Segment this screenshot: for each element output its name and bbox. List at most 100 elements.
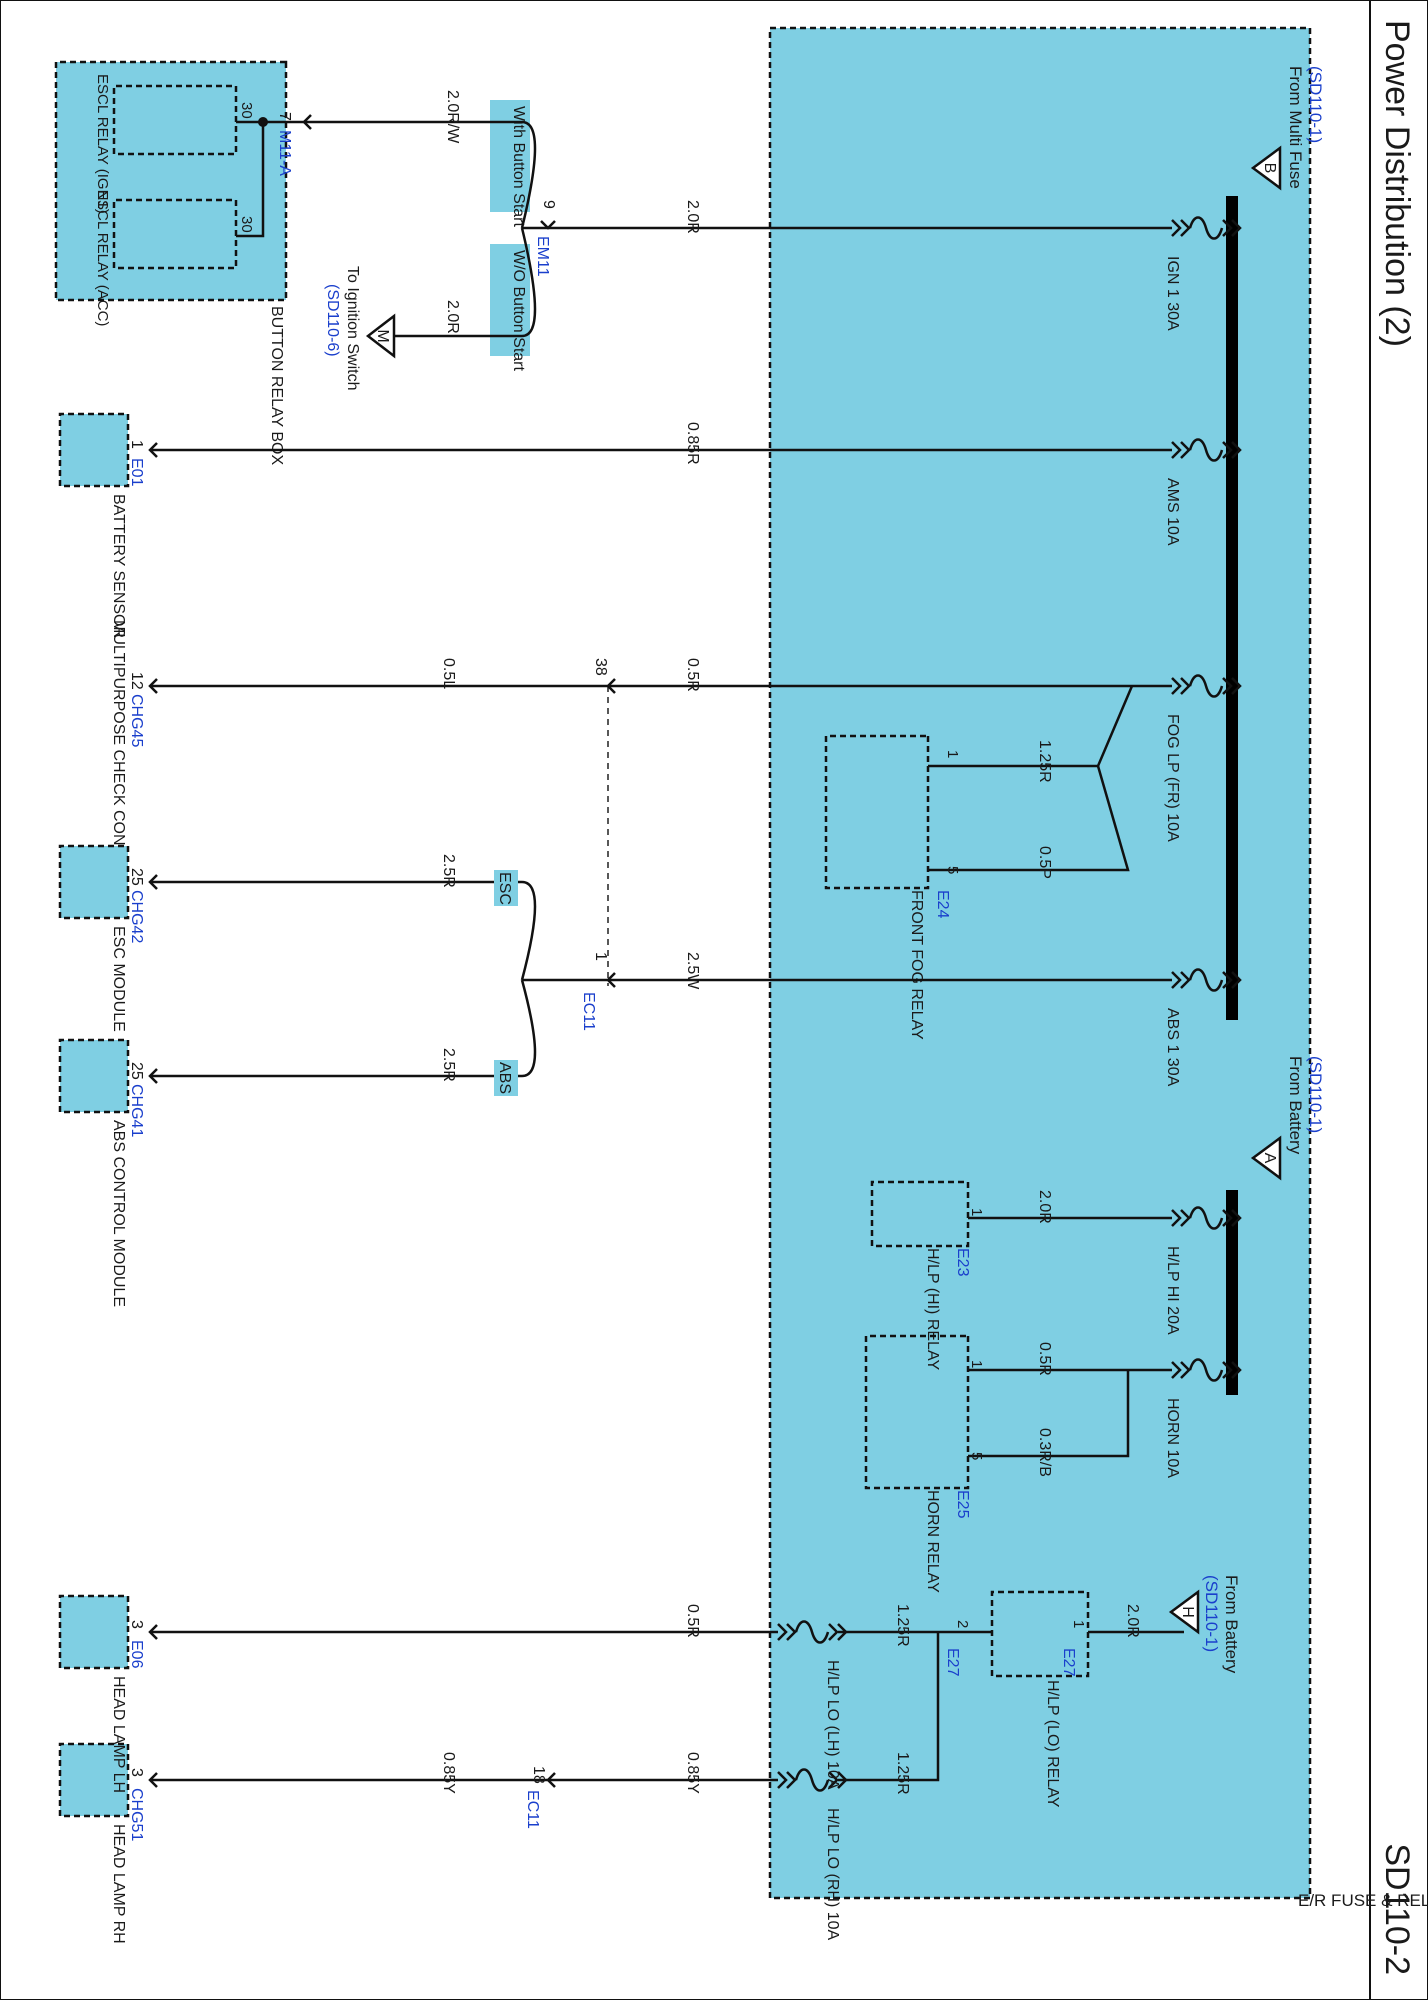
fuse-fog: FOG LP (FR) 10A bbox=[1164, 714, 1181, 842]
svg-text:EM11: EM11 bbox=[534, 236, 551, 277]
page-code: SD110-2 bbox=[1378, 1843, 1416, 1975]
svg-text:CHG51: CHG51 bbox=[128, 1788, 145, 1841]
svg-text:1: 1 bbox=[944, 750, 961, 758]
horn-relay bbox=[864, 1334, 970, 1490]
svg-text:1.25R: 1.25R bbox=[1036, 740, 1053, 783]
svg-text:0.5R: 0.5R bbox=[1036, 1342, 1053, 1376]
fuse-hlp-hi: H/LP HI 20A bbox=[1164, 1246, 1181, 1335]
svg-text:5: 5 bbox=[968, 1452, 985, 1460]
svg-text:(SD110-1): (SD110-1) bbox=[1202, 1575, 1221, 1652]
source-b: B From Multi Fuse (SD110-1) bbox=[1250, 66, 1325, 191]
source-h: H From Battery (SD110-1) bbox=[1168, 1575, 1241, 1674]
hlp-hi-relay bbox=[870, 1180, 970, 1248]
fuse-ams: AMS 10A bbox=[1164, 478, 1181, 546]
head-lamp-lh bbox=[58, 1594, 130, 1670]
svg-text:38: 38 bbox=[592, 658, 609, 676]
svg-text:A: A bbox=[1261, 1153, 1278, 1164]
svg-text:2.5W: 2.5W bbox=[684, 952, 701, 990]
svg-text:E23: E23 bbox=[954, 1248, 971, 1277]
svg-text:1: 1 bbox=[1070, 1620, 1087, 1628]
svg-text:0.3R/B: 0.3R/B bbox=[1036, 1428, 1053, 1477]
svg-text:E27: E27 bbox=[1060, 1648, 1077, 1677]
svg-text:2.0R: 2.0R bbox=[444, 300, 461, 334]
er-box-label: E/R FUSE & RELAY BOX bbox=[1298, 1891, 1428, 1910]
er-fuse-relay-box bbox=[768, 26, 1312, 1900]
svg-text:CHG45: CHG45 bbox=[128, 694, 145, 747]
svg-text:2.0R/W: 2.0R/W bbox=[444, 90, 461, 144]
svg-text:E01: E01 bbox=[128, 458, 145, 487]
svg-text:30: 30 bbox=[238, 102, 255, 119]
svg-text:25: 25 bbox=[128, 868, 145, 886]
fuse-hlp-lo-lh: H/LP LO (LH) 10A bbox=[824, 1660, 841, 1790]
svg-text:2.5R: 2.5R bbox=[440, 854, 457, 888]
svg-text:0.85Y: 0.85Y bbox=[684, 1752, 701, 1794]
svg-text:12: 12 bbox=[128, 672, 145, 690]
fuse-ign1: IGN 1 30A bbox=[1164, 256, 1181, 331]
svg-text:From Battery: From Battery bbox=[1286, 1056, 1305, 1155]
svg-text:ABS CONTROL MODULE: ABS CONTROL MODULE bbox=[110, 1120, 127, 1307]
svg-text:30: 30 bbox=[238, 216, 255, 233]
source-a: A From Battery (SD110-1) bbox=[1250, 1056, 1325, 1181]
escl-relay-acc: ESCL RELAY (ACC) bbox=[94, 190, 111, 326]
svg-text:7: 7 bbox=[276, 112, 293, 121]
hlp-lo-relay bbox=[990, 1590, 1090, 1678]
svg-text:(SD110-1): (SD110-1) bbox=[1306, 1056, 1325, 1133]
to-ignition-switch-m bbox=[365, 313, 396, 359]
abs-control-module bbox=[58, 1038, 130, 1114]
fuse-abs1: ABS 1 30A bbox=[1164, 1008, 1181, 1087]
svg-text:BATTERY SENSOR: BATTERY SENSOR bbox=[110, 494, 127, 638]
fuse-hlp-lo-rh: H/LP LO (RH) 10A bbox=[824, 1808, 841, 1941]
svg-text:(SD110-6): (SD110-6) bbox=[324, 284, 341, 357]
svg-text:3: 3 bbox=[128, 1620, 145, 1629]
svg-text:9: 9 bbox=[540, 200, 557, 209]
svg-text:M: M bbox=[374, 329, 391, 342]
svg-text:3: 3 bbox=[128, 1768, 145, 1777]
svg-text:1.25R: 1.25R bbox=[894, 1752, 911, 1795]
svg-text:1: 1 bbox=[968, 1208, 985, 1216]
esc-module bbox=[58, 844, 130, 920]
multipurpose-check-connector: MULTIPURPOSE CHECK CONNECTOR bbox=[110, 620, 127, 913]
svg-text:2.0R: 2.0R bbox=[1124, 1604, 1141, 1638]
svg-text:2: 2 bbox=[954, 1620, 971, 1628]
svg-text:BUTTON RELAY BOX: BUTTON RELAY BOX bbox=[268, 306, 285, 465]
head-lamp-rh bbox=[58, 1742, 130, 1818]
option-abs: ABS bbox=[496, 1062, 513, 1094]
svg-text:1.25R: 1.25R bbox=[894, 1604, 911, 1647]
svg-text:EC11: EC11 bbox=[580, 992, 597, 1031]
svg-text:2.0R: 2.0R bbox=[684, 200, 701, 234]
svg-text:25: 25 bbox=[128, 1062, 145, 1080]
svg-text:0.5R: 0.5R bbox=[684, 1604, 701, 1638]
svg-text:1: 1 bbox=[128, 440, 145, 449]
svg-text:From Multi Fuse: From Multi Fuse bbox=[1286, 66, 1305, 189]
svg-text:B: B bbox=[1261, 163, 1278, 174]
svg-text:FRONT FOG RELAY: FRONT FOG RELAY bbox=[908, 890, 925, 1040]
svg-text:ESC MODULE: ESC MODULE bbox=[110, 926, 127, 1032]
svg-text:M11-A: M11-A bbox=[276, 130, 293, 176]
battery-sensor bbox=[58, 412, 130, 488]
svg-text:HEAD LAMP RH: HEAD LAMP RH bbox=[110, 1824, 127, 1944]
svg-text:0.85R: 0.85R bbox=[684, 422, 701, 465]
option-wo-button-start: W/O Button Start bbox=[510, 250, 527, 371]
front-fog-relay bbox=[824, 734, 930, 890]
svg-text:1: 1 bbox=[592, 952, 609, 961]
svg-text:E06: E06 bbox=[128, 1640, 145, 1669]
svg-text:To Ignition Switch: To Ignition Switch bbox=[344, 266, 361, 391]
svg-text:0.5L: 0.5L bbox=[440, 658, 457, 689]
diagram-title: Power Distribution (2) bbox=[1378, 20, 1416, 347]
svg-text:H/LP (LO) RELAY: H/LP (LO) RELAY bbox=[1044, 1680, 1061, 1808]
svg-text:H/LP (HI) RELAY: H/LP (HI) RELAY bbox=[924, 1248, 941, 1370]
option-with-button-start: With Button Start bbox=[510, 106, 527, 227]
svg-text:E24: E24 bbox=[934, 890, 951, 919]
svg-text:1: 1 bbox=[968, 1360, 985, 1368]
option-esc: ESC bbox=[496, 872, 513, 905]
svg-text:HORN RELAY: HORN RELAY bbox=[924, 1490, 941, 1593]
escl-relay-ign1: ESCL RELAY (IGN1) bbox=[94, 74, 111, 214]
svg-text:CHG41: CHG41 bbox=[128, 1084, 145, 1137]
svg-text:CHG42: CHG42 bbox=[128, 890, 145, 943]
fuse-horn: HORN 10A bbox=[1164, 1398, 1181, 1478]
svg-text:2.0R: 2.0R bbox=[1036, 1190, 1053, 1224]
svg-text:0.5R: 0.5R bbox=[684, 658, 701, 692]
svg-text:2.5R: 2.5R bbox=[440, 1048, 457, 1082]
svg-text:H: H bbox=[1179, 1606, 1196, 1618]
